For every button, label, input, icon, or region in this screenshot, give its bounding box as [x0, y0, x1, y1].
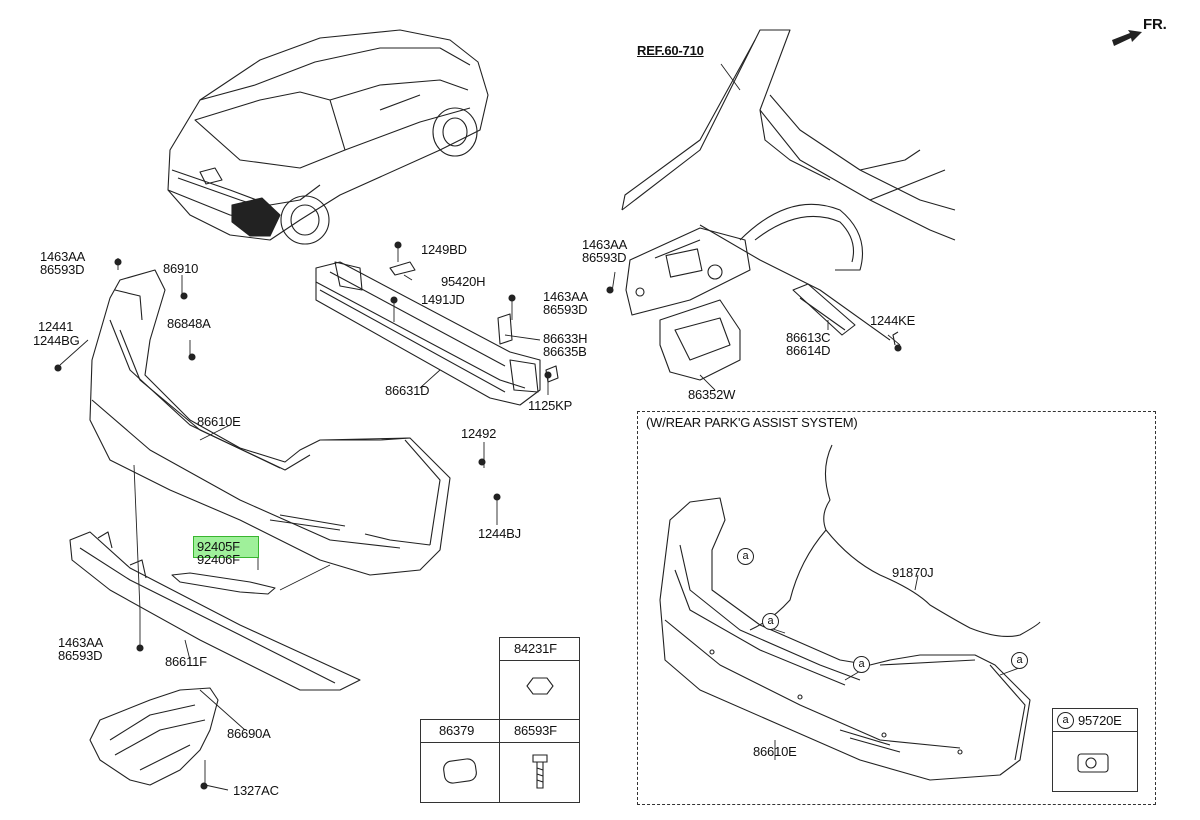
legend-box-86379-header — [420, 719, 501, 743]
part-1327AC[interactable]: 1327AC — [233, 783, 279, 798]
part-91870J[interactable]: 91870J — [892, 565, 934, 580]
part-1463AA-d[interactable]: 1463AA — [582, 237, 628, 252]
part-86631D[interactable]: 86631D — [385, 383, 430, 398]
ref-label[interactable]: REF.60-710 — [637, 43, 704, 58]
screw-icon — [532, 754, 548, 789]
quarter-panel — [621, 29, 956, 271]
legend-box-84231F-header — [499, 637, 580, 661]
part-86614D[interactable]: 86614D — [786, 343, 831, 358]
part-1244BJ[interactable]: 1244BJ — [478, 526, 521, 541]
car-illustration — [167, 29, 489, 245]
part-1491JD[interactable]: 1491JD — [421, 292, 465, 307]
marker-a-1: a — [737, 548, 754, 565]
part-86593D-b[interactable]: 86593D — [543, 302, 588, 317]
inset-bumper — [659, 497, 1031, 781]
part-12441[interactable]: 12441 — [38, 319, 74, 334]
fasteners — [54, 241, 902, 790]
part-95720E[interactable]: 95720E — [1078, 713, 1122, 728]
under-cover — [89, 687, 219, 786]
legend-84231F[interactable]: 84231F — [514, 641, 557, 656]
marker-a-4: a — [1011, 652, 1028, 669]
cap-icon — [443, 758, 477, 784]
parking-assist-inset — [637, 411, 1156, 805]
part-95420H[interactable]: 95420H — [441, 274, 486, 289]
part-86593D-c[interactable]: 86593D — [58, 648, 103, 663]
part-1244KE[interactable]: 1244KE — [870, 313, 916, 328]
bracket-assembly — [625, 224, 899, 381]
fr-arrow — [1112, 30, 1142, 46]
part-1463AA[interactable]: 1463AA — [40, 249, 86, 264]
legend-86379[interactable]: 86379 — [439, 723, 475, 738]
legend-box-86593F-header — [499, 719, 580, 743]
part-86593D[interactable]: 86593D — [40, 262, 85, 277]
part-86610E[interactable]: 86610E — [197, 414, 241, 429]
part-86690A[interactable]: 86690A — [227, 726, 271, 741]
inset-title: (W/REAR PARK'G ASSIST SYSTEM) — [646, 415, 858, 430]
part-86613C[interactable]: 86613C — [786, 330, 831, 345]
wiring-harness — [823, 444, 1041, 637]
reflector-strip — [171, 572, 276, 595]
part-86633H[interactable]: 86633H — [543, 331, 588, 346]
part-86611F[interactable]: 86611F — [165, 654, 207, 669]
part-12492[interactable]: 12492 — [461, 426, 497, 441]
plug-icon — [526, 677, 554, 695]
sensor-marker-a: a — [1057, 712, 1074, 729]
marker-a-3: a — [853, 656, 870, 673]
highlight-92405F — [193, 536, 259, 558]
part-1249BD[interactable]: 1249BD — [421, 242, 467, 257]
part-86635B[interactable]: 86635B — [543, 344, 587, 359]
part-86910[interactable]: 86910 — [163, 261, 199, 276]
marker-a-2: a — [762, 613, 779, 630]
part-1125KP[interactable]: 1125KP — [528, 398, 573, 413]
part-86352W[interactable]: 86352W — [688, 387, 736, 402]
part-92406F[interactable]: 92406F — [197, 552, 240, 567]
fr-label: FR. — [1143, 16, 1167, 33]
part-86848A[interactable]: 86848A — [167, 316, 211, 331]
part-86593D-d[interactable]: 86593D — [582, 250, 627, 265]
bumper-cover — [89, 269, 451, 576]
part-1244BG[interactable]: 1244BG — [33, 333, 80, 348]
legend-86593F[interactable]: 86593F — [514, 723, 557, 738]
part-92405F[interactable]: 92405F — [197, 539, 240, 554]
part-1463AA-c[interactable]: 1463AA — [58, 635, 104, 650]
part-1463AA-b[interactable]: 1463AA — [543, 289, 589, 304]
lower-garnish — [69, 531, 361, 691]
part-86610E-inset[interactable]: 86610E — [753, 744, 797, 759]
